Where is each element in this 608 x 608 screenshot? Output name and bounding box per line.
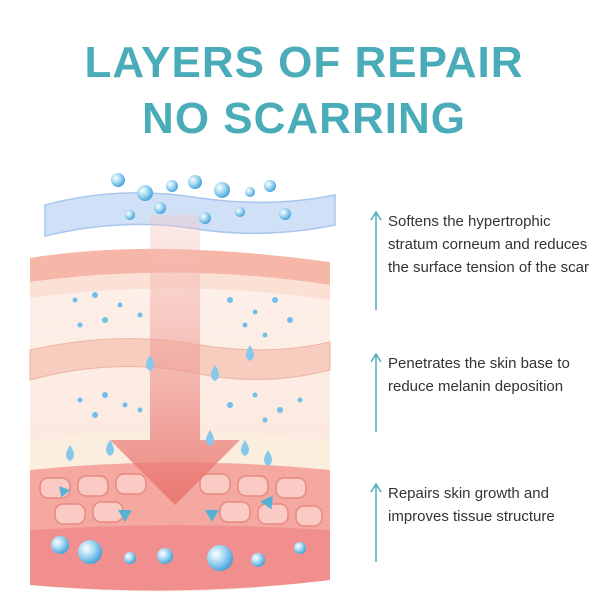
title-line-1: LAYERS OF REPAIR: [84, 38, 524, 87]
up-arrow-icon: [370, 352, 382, 432]
up-arrow-icon: [370, 482, 382, 562]
cell-arrows: [59, 486, 273, 522]
top-film-layer: [44, 192, 336, 237]
skin-layers-illustration: [29, 173, 336, 592]
penetration-arrow: [110, 215, 240, 505]
base-layer: [30, 525, 330, 591]
callout-softens: Softens the hypertrophic stratum corneum…: [370, 210, 602, 310]
callout-text: Softens the hypertrophic stratum corneum…: [388, 213, 589, 276]
callout-penetrates: Penetrates the skin base to reduce melan…: [370, 352, 602, 432]
cells: [39, 473, 323, 527]
bubbles: [51, 173, 306, 571]
callout-text: Repairs skin growth and improves tissue …: [388, 485, 555, 525]
callout-repairs: Repairs skin growth and improves tissue …: [370, 482, 602, 562]
up-arrow-icon: [370, 210, 382, 310]
title-line-2: NO SCARRING: [142, 94, 466, 143]
droplets: [66, 345, 272, 466]
particles: [72, 292, 303, 423]
callout-text: Penetrates the skin base to reduce melan…: [388, 355, 570, 395]
